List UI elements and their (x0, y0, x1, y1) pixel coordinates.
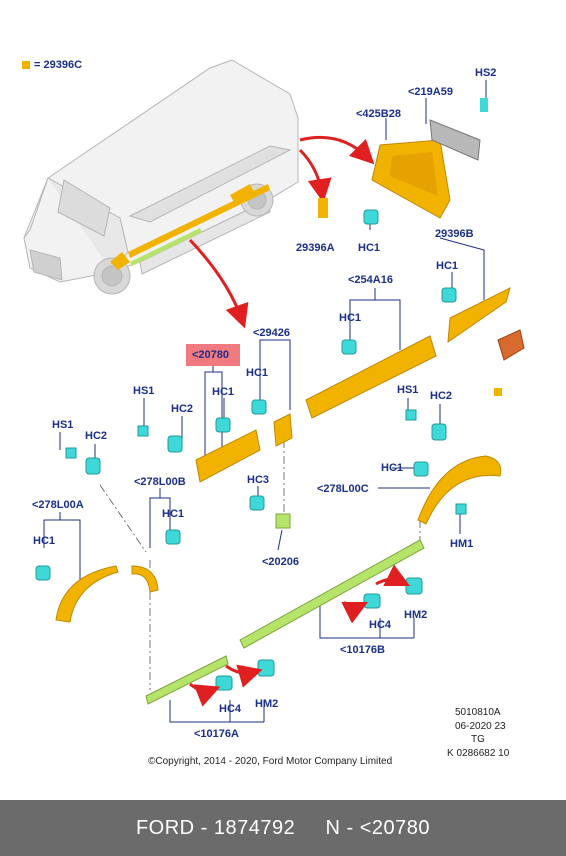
callout-hc1-f[interactable]: HC1 (162, 508, 185, 520)
footer-text: FORD - 1874792 N - <20780 (135, 816, 431, 839)
callout-10176b[interactable]: <10176B (340, 644, 385, 656)
small-arrows (189, 564, 411, 707)
callout-219a59[interactable]: <219A59 (408, 86, 453, 98)
callout-hc4-b[interactable]: HC4 (219, 703, 242, 715)
diagram-drawing (23, 59, 525, 723)
highlight-box (186, 344, 240, 366)
callout-20206[interactable]: <20206 (262, 556, 300, 568)
callout-hm2-b[interactable]: HM2 (255, 698, 279, 710)
callout-278l00c[interactable]: <278L00C (317, 483, 369, 495)
callout-hc1-h[interactable]: HC1 (33, 535, 56, 547)
callout-10176a[interactable]: <10176A (194, 728, 239, 740)
callout-278l00a[interactable]: <278L00A (32, 499, 84, 511)
info-line-3: TG (471, 734, 485, 745)
callout-hc1-a[interactable]: HC1 (358, 242, 381, 254)
copyright-text: ©Copyright, 2014 - 2020, Ford Motor Comp… (148, 756, 393, 767)
callout-hc1-e[interactable]: HC1 (212, 386, 235, 398)
callout-hc1-c[interactable]: HC1 (339, 312, 362, 324)
callout-425b28[interactable]: <425B28 (356, 108, 401, 120)
red-arrows (188, 135, 375, 329)
legend: = 29396C (22, 59, 82, 71)
callout-hc1-b[interactable]: HC1 (436, 260, 459, 272)
callout-hs1-c[interactable]: HS1 (397, 384, 419, 396)
callout-29426[interactable]: <29426 (253, 327, 291, 339)
callout-20780[interactable]: <20780 (192, 349, 230, 361)
green-strips (145, 513, 425, 705)
rear-bracket (318, 98, 488, 219)
callout-29396a[interactable]: 29396A (296, 242, 335, 254)
callout-hc1-g[interactable]: HC1 (381, 462, 404, 474)
callout-hc3[interactable]: HC3 (247, 474, 270, 486)
legend-text: = 29396C (34, 59, 83, 71)
info-line-1: 5010810A (455, 707, 501, 718)
callout-hc4-a[interactable]: HC4 (369, 619, 392, 631)
callout-hm1[interactable]: HM1 (450, 538, 474, 550)
van-illustration (23, 59, 299, 295)
van-moulding (110, 184, 270, 270)
callout-278l00b[interactable]: <278L00B (134, 476, 186, 488)
callout-hc2-c[interactable]: HC2 (430, 390, 453, 402)
callout-254a16[interactable]: <254A16 (348, 274, 393, 286)
callout-hs1-a[interactable]: HS1 (133, 385, 155, 397)
info-line-2: 06-2020 23 (455, 721, 506, 732)
parts-diagram: = 29396C HS2 <219A59 <425B28 HC1 29396A … (22, 59, 525, 767)
callout-hs1-b[interactable]: HS1 (52, 419, 74, 431)
info-line-4: K 0286682 10 (447, 748, 510, 759)
callout-hm2-a[interactable]: HM2 (404, 609, 428, 621)
callout-hc2-b[interactable]: HC2 (85, 430, 108, 442)
callout-29396b[interactable]: 29396B (435, 228, 474, 240)
callout-hs2[interactable]: HS2 (475, 67, 497, 79)
callout-hc2-a[interactable]: HC2 (171, 403, 194, 415)
legend-swatch (22, 61, 30, 69)
clips (35, 209, 467, 691)
callout-hc1-d[interactable]: HC1 (246, 367, 269, 379)
mouldings (55, 287, 525, 623)
footer-bar: FORD - 1874792 N - <20780 (0, 800, 566, 856)
